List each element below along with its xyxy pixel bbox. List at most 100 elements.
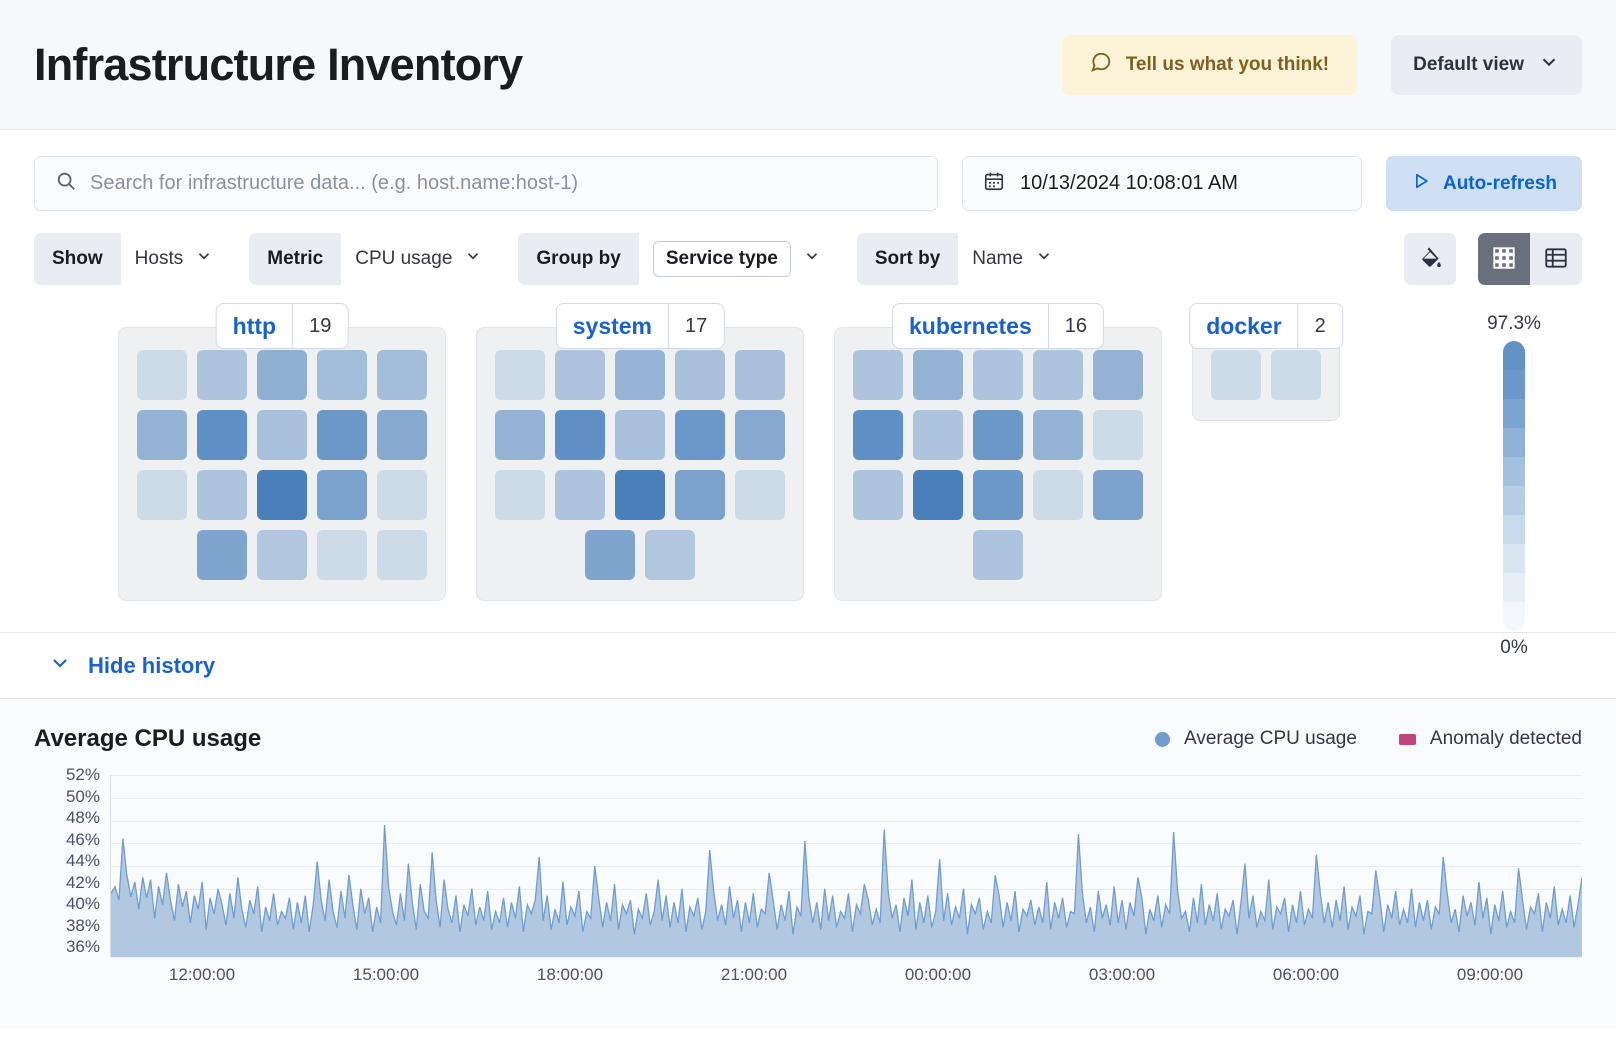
group-count: 16	[1047, 304, 1103, 348]
host-tile[interactable]	[853, 350, 903, 400]
host-tile[interactable]	[137, 350, 187, 400]
host-tile[interactable]	[317, 530, 367, 580]
chevron-down-icon	[48, 651, 72, 680]
host-tile[interactable]	[257, 470, 307, 520]
host-tile[interactable]	[1271, 350, 1321, 400]
host-tile[interactable]	[973, 470, 1023, 520]
host-tile[interactable]	[853, 470, 903, 520]
host-tile[interactable]	[197, 530, 247, 580]
host-tile[interactable]	[377, 410, 427, 460]
host-tile[interactable]	[615, 350, 665, 400]
toolbar: Search for infrastructure data... (e.g. …	[0, 130, 1616, 285]
gridline	[111, 843, 1582, 845]
host-tile[interactable]	[257, 530, 307, 580]
waffle-row	[495, 530, 785, 580]
date-picker[interactable]: 10/13/2024 10:08:01 AM	[962, 156, 1362, 211]
host-tile[interactable]	[973, 530, 1023, 580]
host-tile[interactable]	[495, 350, 545, 400]
host-tile[interactable]	[197, 470, 247, 520]
grid-view-button[interactable]	[1478, 233, 1530, 285]
host-tile[interactable]	[735, 410, 785, 460]
host-tile[interactable]	[1093, 350, 1143, 400]
auto-refresh-button[interactable]: Auto-refresh	[1386, 156, 1582, 211]
host-tile[interactable]	[137, 410, 187, 460]
host-tile[interactable]	[555, 410, 605, 460]
filter-metric-value[interactable]: CPU usage	[341, 233, 499, 285]
host-tile[interactable]	[675, 350, 725, 400]
host-tile[interactable]	[913, 410, 963, 460]
gridline	[111, 888, 1582, 890]
host-tile[interactable]	[973, 350, 1023, 400]
host-tile[interactable]	[853, 410, 903, 460]
filter-sort-by-value[interactable]: Name	[958, 233, 1069, 285]
host-tile[interactable]	[555, 350, 605, 400]
host-tile[interactable]	[1033, 470, 1083, 520]
host-tile[interactable]	[645, 530, 695, 580]
header-actions: Tell us what you think! Default view	[1061, 34, 1582, 95]
host-tile[interactable]	[1033, 410, 1083, 460]
host-tile[interactable]	[1033, 350, 1083, 400]
y-axis-labels: 52%50%48%46%44%42%40%38%36%	[34, 765, 100, 957]
host-tile[interactable]	[377, 470, 427, 520]
legend-color-button[interactable]	[1404, 233, 1456, 285]
filter-show-value[interactable]: Hosts	[120, 233, 230, 285]
host-tile[interactable]	[615, 470, 665, 520]
host-tile[interactable]	[675, 410, 725, 460]
host-tile[interactable]	[735, 470, 785, 520]
host-tile[interactable]	[615, 410, 665, 460]
group-name: docker	[1206, 312, 1282, 339]
legend-step	[1503, 486, 1525, 515]
host-tile[interactable]	[735, 350, 785, 400]
host-tile[interactable]	[257, 410, 307, 460]
x-axis-tick: 18:00:00	[536, 965, 604, 984]
host-tile[interactable]	[913, 470, 963, 520]
feedback-button[interactable]: Tell us what you think!	[1061, 34, 1358, 95]
host-tile[interactable]	[197, 410, 247, 460]
legend-item-anomaly-detected[interactable]: Anomaly detected	[1398, 728, 1582, 750]
host-tile[interactable]	[585, 530, 635, 580]
history-toggle[interactable]: Hide history	[0, 633, 1616, 699]
host-tile[interactable]	[973, 410, 1023, 460]
host-tile[interactable]	[377, 350, 427, 400]
gridline	[111, 866, 1582, 867]
y-axis-tick: 38%	[65, 915, 100, 935]
y-axis-tick: 46%	[65, 829, 100, 849]
default-view-button[interactable]: Default view	[1391, 34, 1582, 95]
host-tile[interactable]	[1093, 470, 1143, 520]
host-tile[interactable]	[377, 530, 427, 580]
host-tile[interactable]	[1093, 410, 1143, 460]
gridline	[111, 775, 1582, 776]
host-tile[interactable]	[197, 350, 247, 400]
filter-group-by-label: Group by	[518, 233, 639, 285]
legend-item-average-cpu-usage[interactable]: Average CPU usage	[1155, 728, 1357, 750]
cpu-history-chart: Average CPU usage Average CPU usage Anom…	[0, 699, 1616, 1029]
host-tile[interactable]	[913, 350, 963, 400]
host-tile[interactable]	[495, 470, 545, 520]
plot-area[interactable]	[110, 775, 1582, 958]
host-tile[interactable]	[495, 410, 545, 460]
host-tile[interactable]	[317, 350, 367, 400]
host-tile[interactable]	[317, 470, 367, 520]
host-tile[interactable]	[257, 350, 307, 400]
search-input[interactable]: Search for infrastructure data... (e.g. …	[34, 156, 938, 211]
host-tile[interactable]	[317, 410, 367, 460]
table-view-button[interactable]	[1530, 233, 1582, 285]
legend-min-label: 0%	[1500, 637, 1528, 658]
color-legend: 97.3% 0%	[1474, 313, 1554, 659]
host-tile[interactable]	[137, 470, 187, 520]
y-axis-tick: 44%	[65, 851, 100, 870]
waffle-row	[853, 470, 1143, 520]
y-axis-tick: 48%	[65, 808, 100, 827]
host-tile[interactable]	[555, 470, 605, 520]
filter-group-by-value[interactable]: Service type	[638, 233, 837, 285]
host-tile[interactable]	[675, 470, 725, 520]
host-tile[interactable]	[1211, 350, 1261, 400]
